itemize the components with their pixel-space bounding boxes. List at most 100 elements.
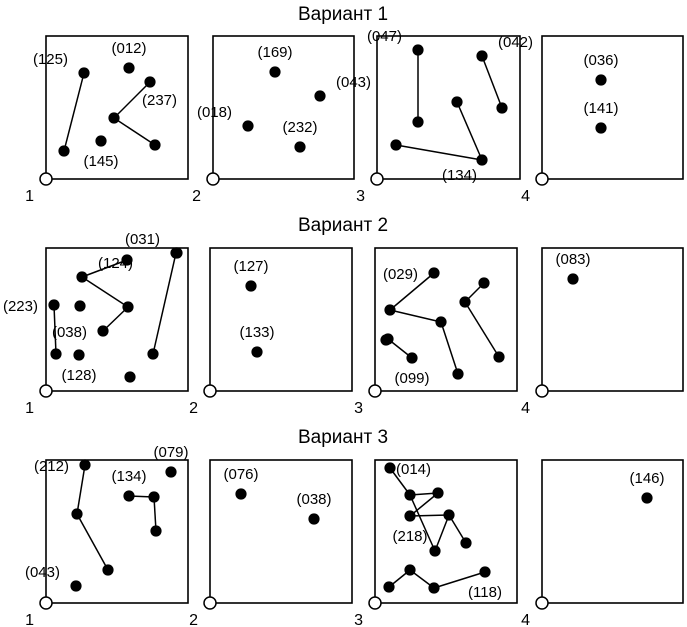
point-label: (043)	[336, 74, 371, 91]
point-079	[165, 466, 177, 478]
point-141	[595, 122, 607, 134]
panel-frame	[376, 35, 521, 180]
point-label: (145)	[83, 153, 118, 170]
point-label: (031)	[125, 231, 160, 248]
point-p3-2	[404, 489, 416, 501]
origin-circle-icon	[535, 384, 549, 398]
point-label: (043)	[25, 564, 60, 581]
point-p3-2	[384, 304, 396, 316]
panel-frame	[374, 247, 518, 392]
point-p3-6	[493, 351, 505, 363]
point-label: (125)	[33, 51, 68, 68]
point-124	[76, 271, 88, 283]
point-label: (014)	[396, 461, 431, 478]
point-012	[123, 62, 135, 74]
point-label: (134)	[111, 468, 146, 485]
origin-circle-icon	[39, 596, 53, 610]
point-043	[70, 580, 82, 592]
point-p3-4	[496, 102, 508, 114]
origin-circle-icon	[370, 172, 384, 186]
panel-1: 1 (031) (124) (223) (038) (128)	[3, 231, 189, 417]
variant-1: Вариант 11(125)(012)(237)(145)2(169)(043…	[25, 4, 684, 205]
point-label: (124)	[98, 255, 133, 272]
origin-circle-icon	[535, 172, 549, 186]
point-label: (038)	[296, 491, 331, 508]
connection-line	[389, 272, 435, 311]
point-145	[95, 135, 107, 147]
connection-line	[434, 514, 450, 552]
corner-number: 2	[189, 400, 198, 417]
connection-line	[76, 464, 86, 515]
corner-number: 1	[25, 400, 34, 417]
point-128	[73, 349, 85, 361]
point-212	[79, 459, 91, 471]
origin-circle-icon	[39, 384, 53, 398]
point-p1-12	[171, 247, 183, 259]
panel-4: 4(146)	[521, 459, 684, 627]
connection-line	[102, 306, 129, 332]
connection-line	[63, 72, 85, 152]
origin-circle-icon	[206, 172, 220, 186]
connection-line	[409, 514, 450, 517]
point-label: (083)	[555, 251, 590, 268]
point-p1-6	[58, 145, 70, 157]
corner-number: 1	[25, 188, 34, 205]
variant-title: Вариант 3	[298, 427, 388, 448]
connection-line	[76, 513, 109, 571]
connection-line	[389, 309, 442, 323]
point-label: (232)	[282, 119, 317, 136]
connection-line	[81, 276, 129, 308]
connection-line	[409, 494, 436, 552]
point-p3-10	[428, 582, 440, 594]
connection-line	[464, 301, 500, 358]
point-p1-7	[150, 525, 162, 537]
panel-4: 4(036)(141)	[521, 35, 684, 205]
panel-frame	[45, 35, 189, 180]
point-127	[245, 280, 257, 292]
panel-frame	[209, 247, 353, 392]
point-label: (133)	[239, 324, 274, 341]
origin-circle-icon	[39, 172, 53, 186]
variant-title: Вариант 1	[298, 4, 388, 25]
corner-number: 4	[521, 612, 530, 627]
point-p3-8	[404, 564, 416, 576]
corner-number: 2	[192, 188, 201, 205]
point-134	[476, 154, 488, 166]
point-047	[412, 44, 424, 56]
connection-line	[456, 101, 483, 161]
point-014	[384, 462, 396, 474]
origin-circle-icon	[535, 596, 549, 610]
point-p3-5	[443, 509, 455, 521]
connection-line	[433, 571, 486, 589]
point-label: (118)	[468, 584, 502, 601]
panel-frame	[45, 459, 189, 604]
point-169	[269, 66, 281, 78]
point-p3-10	[380, 334, 392, 346]
point-label: (038)	[52, 324, 87, 341]
point-042	[476, 50, 488, 62]
point-p3-3	[451, 96, 463, 108]
point-label: (047)	[367, 28, 402, 45]
connection-line	[153, 496, 157, 532]
panel-2: 2(127)(133)	[189, 247, 353, 417]
point-label: (128)	[61, 367, 96, 384]
connection-line	[81, 259, 128, 278]
corner-number: 3	[356, 188, 365, 205]
point-p1-4	[108, 112, 120, 124]
point-p3-7	[390, 139, 402, 151]
point-099	[406, 352, 418, 364]
panel-frame	[374, 459, 518, 604]
connection-line	[481, 55, 503, 109]
corner-number: 3	[354, 400, 363, 417]
panel-frame	[541, 247, 684, 392]
point-label: (223)	[3, 298, 38, 315]
point-038	[97, 325, 109, 337]
point-label: (036)	[583, 52, 618, 69]
point-p1-8	[50, 348, 62, 360]
point-p3-6	[460, 537, 472, 549]
connection-line	[389, 467, 411, 496]
panel-3: 3(014)(218)(118)	[354, 459, 518, 627]
point-p3-3	[478, 277, 490, 289]
point-label: (029)	[383, 266, 418, 283]
connection-line	[409, 492, 439, 517]
